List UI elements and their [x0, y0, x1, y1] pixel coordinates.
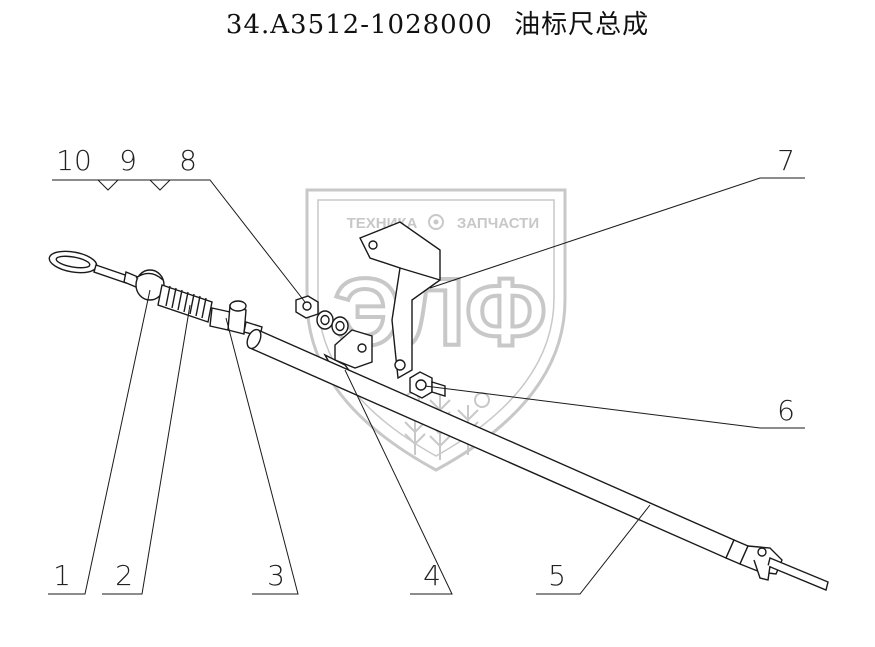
leader-6 [424, 385, 805, 429]
part-6-bolt [409, 371, 446, 399]
leader-3 [225, 317, 299, 595]
gear-hub-icon [433, 219, 439, 225]
leader-lines [48, 177, 805, 595]
leader-7 [429, 177, 805, 289]
part-1-dipstick-handle [48, 250, 165, 301]
part-5-guide-tube [246, 328, 829, 591]
callout-5: 5 [548, 559, 566, 592]
part-name: 油标尺总成 [514, 10, 650, 40]
leader-8 [52, 179, 306, 303]
dipstick-assembly [48, 221, 829, 591]
callout-8: 8 [179, 144, 197, 177]
leader-2 [102, 304, 191, 595]
part-8-9-10-washers [295, 295, 349, 336]
leader-9-tick [97, 179, 119, 191]
callout-9: 9 [119, 144, 137, 177]
part-code: 34.A3512-1028000 [225, 10, 493, 40]
gear-icon [428, 214, 444, 230]
callout-4: 4 [423, 559, 441, 592]
callout-1: 1 [53, 559, 71, 592]
watermark-text-right: ЗАПЧАСТИ [457, 215, 539, 232]
leader-5 [536, 504, 651, 595]
callout-labels: 1 2 3 4 5 6 7 8 9 10 [53, 144, 795, 592]
callout-10: 10 [56, 144, 92, 177]
part-2-seal-spring [157, 284, 213, 323]
page-title: 34.A3512-1028000 油标尺总成 [0, 4, 875, 41]
callout-6: 6 [777, 394, 795, 427]
watermark-shield [305, 188, 567, 472]
watermark-shield-inner [317, 199, 555, 457]
leader-10-tick [149, 179, 171, 191]
leader-4 [344, 369, 453, 595]
callout-7: 7 [777, 144, 795, 177]
leader-1 [48, 289, 151, 595]
callout-2: 2 [115, 559, 133, 592]
callout-3: 3 [267, 559, 285, 592]
part-7-mounting-bracket [359, 221, 441, 380]
